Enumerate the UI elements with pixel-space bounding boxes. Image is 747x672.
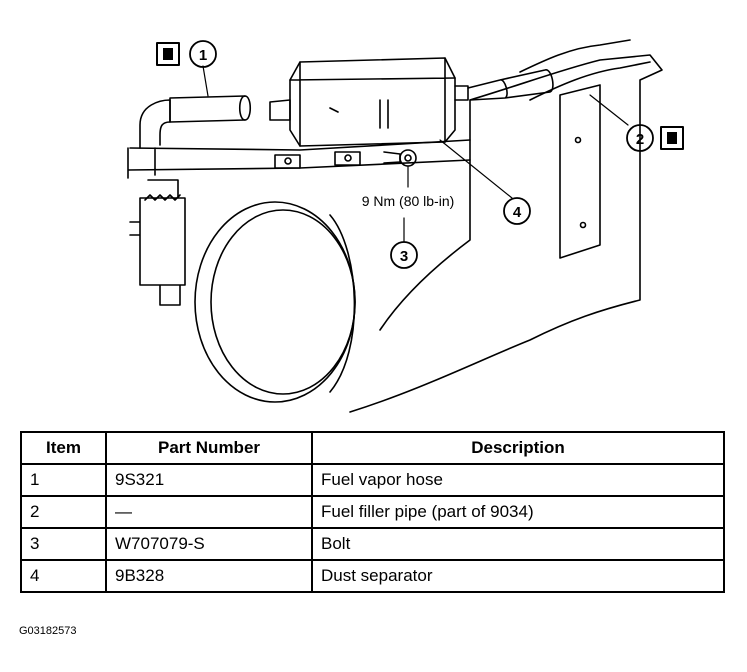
callout-3: 3 bbox=[390, 241, 418, 269]
frame-hole bbox=[579, 221, 587, 229]
left-bracket bbox=[129, 179, 186, 306]
header-description: Description bbox=[311, 431, 725, 465]
right-hose bbox=[467, 69, 554, 101]
round-pipe bbox=[194, 201, 356, 403]
round-pipe-edge bbox=[329, 214, 356, 393]
frame-bracket bbox=[349, 54, 663, 413]
table-row: 2 — Fuel filler pipe (part of 9034) bbox=[20, 495, 725, 529]
callout-2: 2 bbox=[626, 124, 684, 152]
cell-item: 4 bbox=[20, 559, 107, 593]
cell-description: Fuel vapor hose bbox=[311, 463, 725, 497]
cell-item: 2 bbox=[20, 495, 107, 529]
table-header-row: Item Part Number Description bbox=[20, 431, 725, 465]
callout-leader bbox=[202, 65, 629, 243]
callout-4: 4 bbox=[503, 197, 531, 225]
header-item: Item bbox=[20, 431, 107, 465]
frame-hole bbox=[574, 136, 582, 144]
torque-label: 9 Nm (80 lb-in) bbox=[362, 193, 455, 209]
callout-4-number: 4 bbox=[513, 204, 522, 221]
parts-table: Item Part Number Description 1 9S321 Fue… bbox=[20, 431, 725, 593]
callout-1-number: 1 bbox=[199, 47, 207, 64]
table-row: 4 9B328 Dust separator bbox=[20, 559, 725, 593]
table-row: 3 W707079-S Bolt bbox=[20, 527, 725, 561]
round-pipe-inner bbox=[210, 209, 356, 395]
filler-pipe bbox=[519, 39, 651, 101]
frame-bracket-inner bbox=[559, 84, 601, 259]
cell-item: 3 bbox=[20, 527, 107, 561]
cell-part-number: 9B328 bbox=[105, 559, 313, 593]
cell-description: Fuel filler pipe (part of 9034) bbox=[311, 495, 725, 529]
cell-part-number: W707079-S bbox=[105, 527, 313, 561]
figure-id: G03182573 bbox=[19, 625, 77, 637]
cell-part-number: 9S321 bbox=[105, 463, 313, 497]
callout-1: 1 bbox=[156, 40, 217, 68]
left-bracket-spring bbox=[144, 194, 181, 201]
cell-description: Bolt bbox=[311, 527, 725, 561]
hose-icon bbox=[156, 42, 180, 66]
table-row: 1 9S321 Fuel vapor hose bbox=[20, 463, 725, 497]
cell-description: Dust separator bbox=[311, 559, 725, 593]
mounting-tabs bbox=[274, 151, 361, 169]
callout-2-number: 2 bbox=[636, 131, 644, 148]
callout-3-number: 3 bbox=[400, 248, 408, 265]
fuel-vapor-diagram: 1 2 9 Nm (80 lb-in) 3 4 bbox=[127, 39, 684, 413]
cell-part-number: — bbox=[105, 495, 313, 529]
fuel-vapor-hose bbox=[169, 95, 252, 123]
cell-item: 1 bbox=[20, 463, 107, 497]
hose-icon bbox=[660, 126, 684, 150]
dust-separator bbox=[269, 57, 469, 147]
hose-elbow bbox=[139, 99, 171, 149]
header-part-number: Part Number bbox=[105, 431, 313, 465]
